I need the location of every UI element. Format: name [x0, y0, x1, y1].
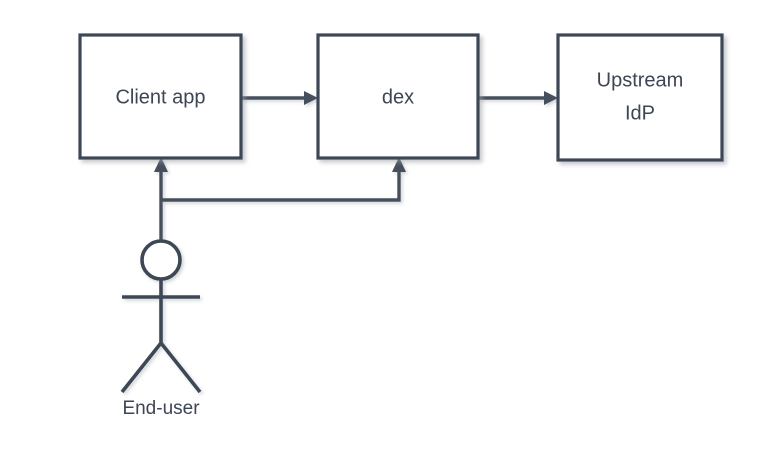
- node-client-app-label: Client app: [115, 86, 205, 108]
- edge-end-user-to-client-app: [154, 157, 168, 240]
- node-client-app[interactable]: Client app: [78, 33, 243, 160]
- edge-dex-to-upstream-idp-arrowhead: [544, 91, 558, 105]
- node-upstream-idp-rect[interactable]: [556, 33, 724, 162]
- node-upstream-idp-label-line1: Upstream: [597, 69, 684, 91]
- edge-end-user-to-dex: [161, 157, 406, 202]
- edge-client-app-to-dex-arrowhead: [304, 91, 318, 105]
- edge-dex-to-upstream-idp: [478, 91, 558, 105]
- node-dex[interactable]: dex: [316, 33, 480, 160]
- node-dex-label: dex: [382, 86, 414, 108]
- actor-end-user[interactable]: [120, 239, 202, 394]
- actor-end-user-head: [140, 239, 182, 281]
- node-dex-rect[interactable]: [316, 33, 480, 160]
- node-upstream-idp[interactable]: Upstream IdP: [556, 33, 724, 162]
- actor-end-user-right-leg: [159, 341, 202, 394]
- node-client-app-rect[interactable]: [78, 33, 243, 160]
- actor-end-user-label: End-user: [122, 398, 200, 419]
- actor-end-user-left-leg: [120, 341, 163, 394]
- node-upstream-idp-label-line2: IdP: [625, 102, 655, 124]
- edge-end-user-to-dex-path: [161, 170, 401, 202]
- edge-end-user-to-client-app-arrowhead: [154, 157, 168, 172]
- edge-client-app-to-dex: [241, 91, 318, 105]
- edge-end-user-to-dex-arrowhead: [392, 157, 406, 172]
